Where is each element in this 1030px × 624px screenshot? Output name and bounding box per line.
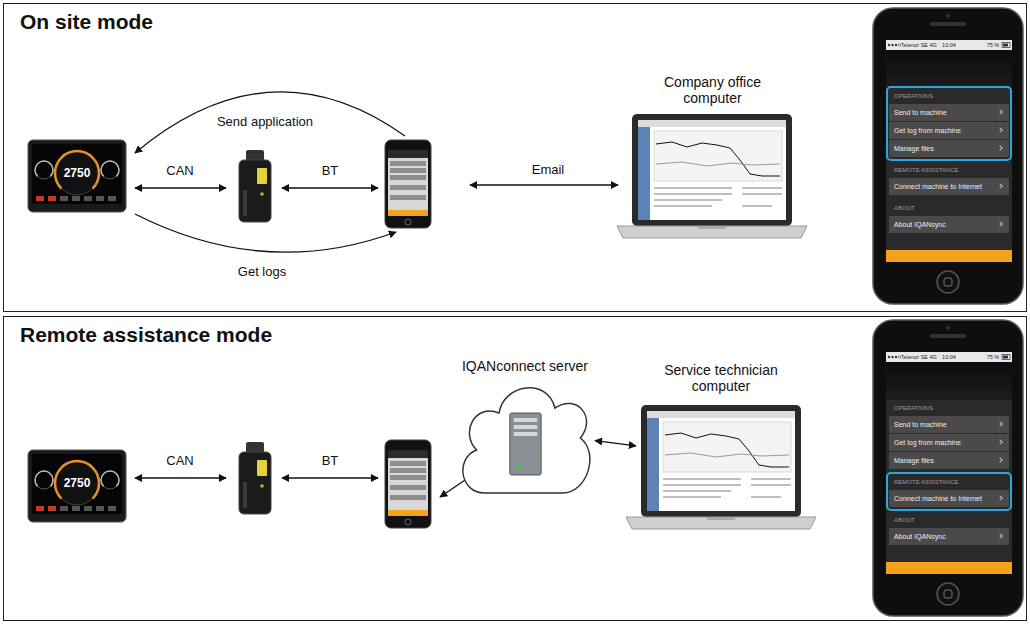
server-icon	[510, 413, 541, 475]
menu-item: Send to machine	[889, 416, 1009, 433]
bluetooth-dongle	[239, 442, 271, 514]
cloud-outline	[455, 358, 595, 505]
arrow-label: Email	[530, 163, 567, 178]
connector-arrow	[595, 441, 636, 446]
server-icon	[514, 432, 537, 436]
status-text: 75 %	[987, 42, 1000, 48]
menu-item: About IQANsync	[889, 528, 1009, 545]
status-text: Telenor SE 4G	[901, 42, 937, 48]
mode-panel: On site mode2750Company office computerO…	[3, 3, 1027, 312]
menu-item: Manage files	[889, 452, 1009, 469]
bt-arrow	[282, 477, 378, 478]
app-menu-screen: OPERATIONSSend to machineGet log from ma…	[886, 50, 1012, 262]
server-icon	[514, 418, 537, 422]
device-label: Company office computer	[648, 74, 778, 106]
arrow-label: Send application	[215, 115, 315, 130]
menu-item: Get log from machine	[889, 122, 1009, 139]
status-text: 10:04	[942, 42, 956, 48]
app-menu-screen: OPERATIONSSend to machineGet log from ma…	[886, 362, 1012, 574]
cloud-outline	[463, 388, 590, 493]
menu-header: OPERATIONS	[889, 90, 1009, 103]
mode-panel: Remote assistance mode 2750 IQANconnect se…	[3, 316, 1027, 621]
arrow-label: BT	[320, 164, 341, 179]
bt-arrow	[282, 187, 378, 188]
email-arrow	[470, 184, 618, 185]
arrow-label: CAN	[164, 164, 195, 179]
send-arrow	[135, 92, 405, 153]
menu-item: Connect machine to Internet	[889, 490, 1009, 507]
menu-item: Manage files	[889, 140, 1009, 157]
menu-item: About IQANsync	[889, 216, 1009, 233]
menu-header: REMOTE ASSISTANCE	[889, 476, 1009, 489]
gauge-readout: 2750	[57, 160, 97, 186]
status-text: 10:04	[942, 354, 956, 360]
server-icon	[514, 425, 537, 429]
computer-node: Service technician computer	[636, 362, 806, 552]
arrow-label: BT	[320, 454, 341, 469]
server-icon	[516, 466, 520, 470]
menu-header: ABOUT	[889, 202, 1009, 215]
status-text: 75 %	[987, 354, 1000, 360]
computer-node: Company office computer	[620, 74, 805, 240]
device-label: Service technician computer	[656, 362, 786, 394]
menu-item: Connect machine to Internet	[889, 178, 1009, 195]
server-cloud: IQANconnect server	[455, 358, 595, 505]
cloud-label: IQANconnect server	[462, 358, 588, 374]
smartphone	[385, 440, 431, 528]
arrow-label: CAN	[164, 454, 195, 469]
menu-header: OPERATIONS	[889, 402, 1009, 415]
gauge-value: 2750	[64, 476, 91, 490]
arrow-label: Get logs	[236, 265, 288, 280]
can-arrow	[135, 187, 226, 188]
laptop-computer	[617, 114, 807, 238]
panel-title: On site mode	[20, 10, 153, 34]
phone-frame	[873, 320, 1023, 616]
menu-item: Send to machine	[889, 104, 1009, 121]
gauge-value: 2750	[64, 166, 91, 180]
menu-header: REMOTE ASSISTANCE	[889, 164, 1009, 177]
display-unit	[28, 450, 126, 522]
log-arrow	[135, 214, 396, 252]
panel-title: Remote assistance mode	[20, 323, 272, 347]
can-arrow	[135, 477, 226, 478]
menu-header: ABOUT	[889, 514, 1009, 527]
smartphone	[385, 140, 431, 228]
bluetooth-dongle	[239, 150, 271, 222]
status-text: Telenor SE 4G	[901, 354, 937, 360]
server-icon	[510, 413, 541, 475]
display-unit	[28, 140, 126, 212]
laptop-computer	[626, 405, 816, 529]
phone-frame	[873, 8, 1023, 304]
gauge-readout: 2750	[57, 470, 97, 496]
menu-item: Get log from machine	[889, 434, 1009, 451]
